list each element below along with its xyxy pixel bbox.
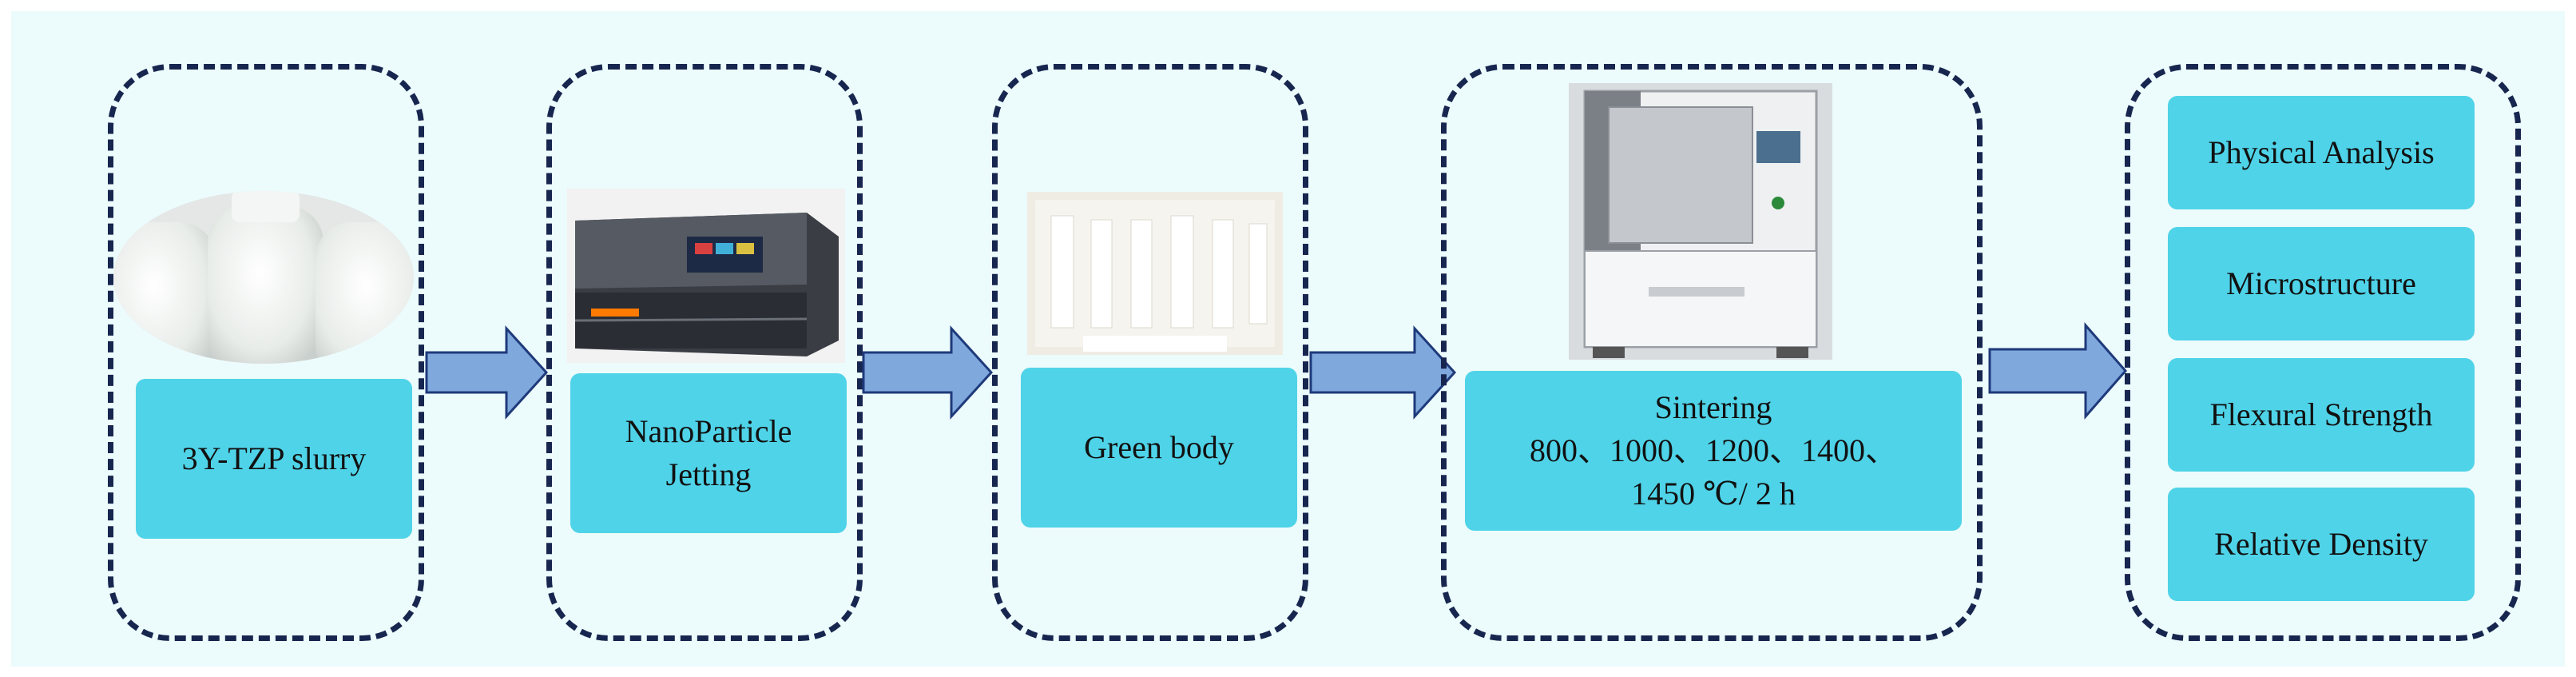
stage-slurry-label: 3Y-TZP slurry xyxy=(136,379,412,539)
furnace-photo xyxy=(1569,83,1832,360)
stage-sintering-label: Sintering 800、1000、1200、1400、 1450 ℃/ 2 … xyxy=(1465,371,1962,531)
stage-green-label: Green body xyxy=(1021,368,1297,528)
analysis-item-flexural-text: Flexural Strength xyxy=(2209,396,2433,432)
stage-sintering-temperatures: 800、1000、1200、1400、 xyxy=(1530,432,1897,468)
stage-sintering-frame xyxy=(1441,64,1983,641)
stage-jetting-text-1: NanoParticle xyxy=(625,413,792,449)
analysis-item-density-text: Relative Density xyxy=(2214,526,2428,562)
analysis-item-physical: Physical Analysis xyxy=(2168,96,2475,209)
stage-jetting-frame xyxy=(546,64,863,641)
stage-sintering-title: Sintering xyxy=(1654,389,1772,425)
printer-photo xyxy=(567,189,845,363)
analysis-item-density: Relative Density xyxy=(2168,488,2475,601)
flow-arrow-1 xyxy=(425,325,549,420)
stage-analysis-frame xyxy=(2125,64,2521,641)
green-body-photo xyxy=(1027,192,1283,355)
analysis-item-microstructure: Microstructure xyxy=(2168,227,2475,340)
stage-jetting-text-2: Jetting xyxy=(665,456,752,492)
flow-arrow-3 xyxy=(1309,325,1457,420)
analysis-item-microstructure-text: Microstructure xyxy=(2226,265,2416,301)
flow-arrow-4 xyxy=(1988,322,2127,420)
slurry-bottles-photo xyxy=(112,190,415,364)
analysis-item-flexural: Flexural Strength xyxy=(2168,358,2475,472)
stage-jetting-label: NanoParticle Jetting xyxy=(570,373,847,533)
stage-green-text: Green body xyxy=(1084,429,1234,465)
stage-slurry-frame xyxy=(108,64,424,641)
flow-arrow-2 xyxy=(862,325,994,420)
stage-sintering-time: 1450 ℃/ 2 h xyxy=(1631,476,1796,512)
stage-green-frame xyxy=(992,64,1308,641)
stage-slurry-text: 3Y-TZP slurry xyxy=(181,440,367,476)
workflow-diagram: 3Y-TZP slurry NanoParticle Jetting xyxy=(11,11,2565,667)
analysis-item-physical-text: Physical Analysis xyxy=(2208,134,2435,170)
